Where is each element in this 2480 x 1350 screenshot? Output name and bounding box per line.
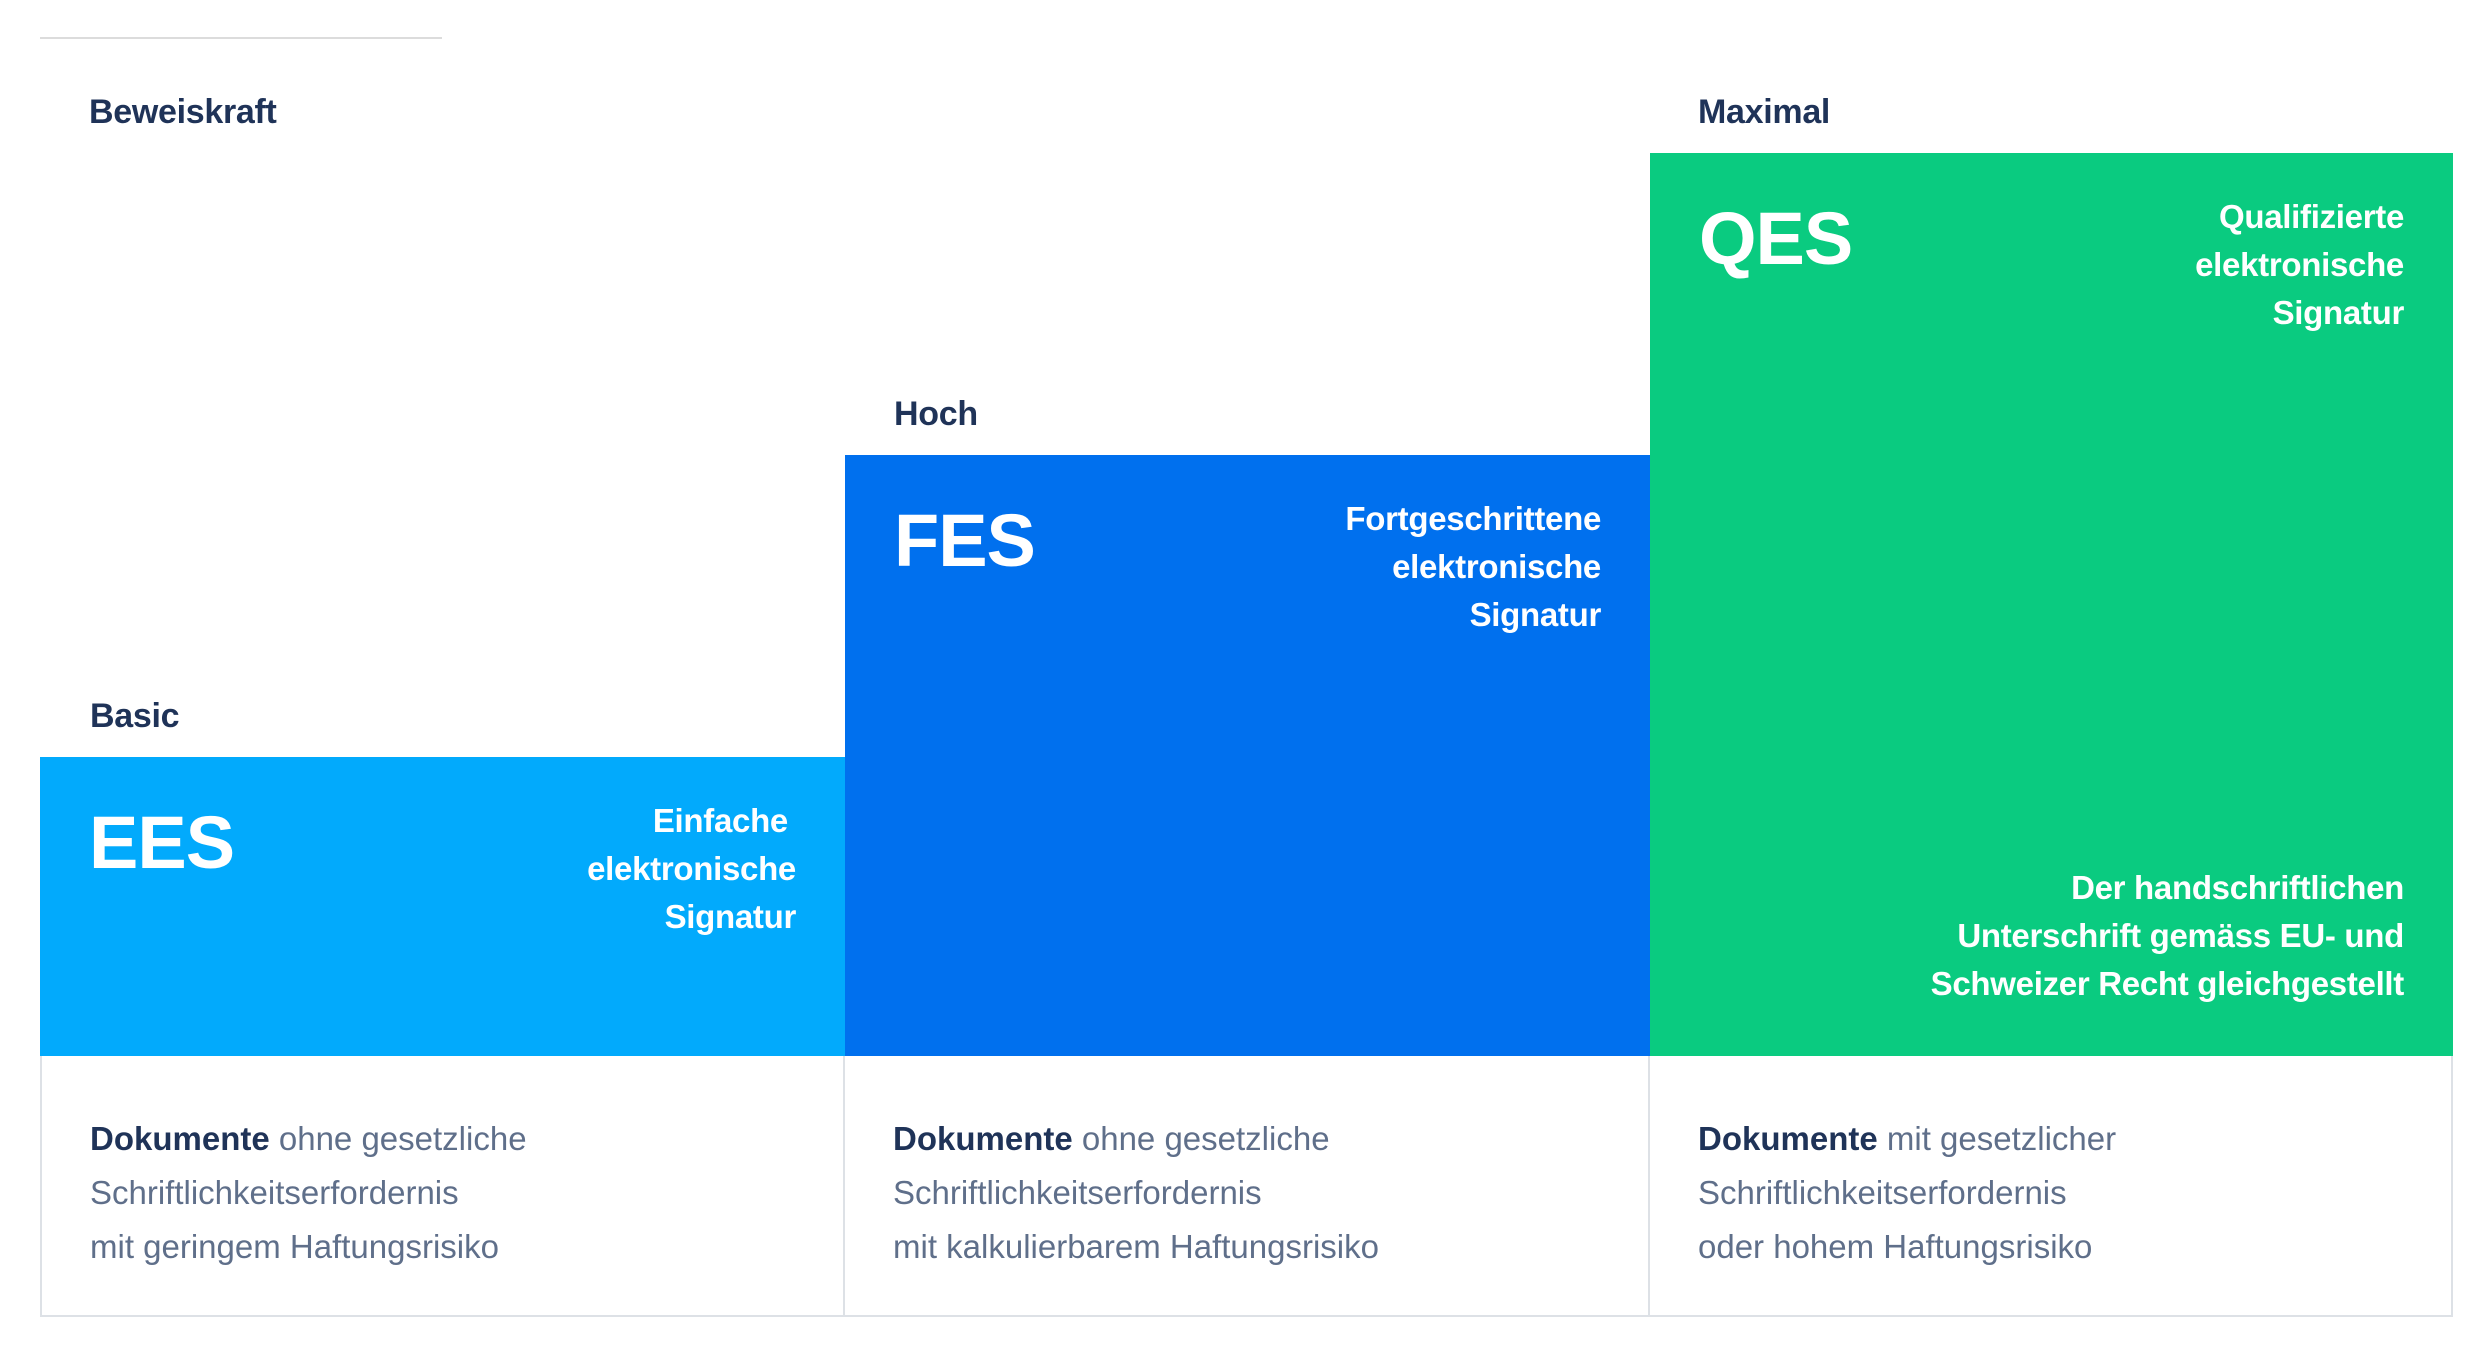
card-line-rest: ohne gesetzliche <box>1072 1120 1330 1157</box>
fes-description-line: Signatur <box>1469 596 1602 633</box>
level-label-hoch: Hoch <box>894 395 978 433</box>
qes-description-line: Signatur <box>2272 294 2405 331</box>
ees-description: Einfache elektronische Signatur <box>587 797 796 941</box>
ees-use-case-card: Dokumente ohne gesetzliche Schriftlichke… <box>40 1056 845 1317</box>
qes-note-line: Der handschriftlichen <box>2071 869 2404 906</box>
ees-description-line: Einfache <box>652 802 788 839</box>
fes-abbreviation: FES <box>894 499 1036 582</box>
ees-use-case-text: Dokumente ohne gesetzliche Schriftlichke… <box>90 1112 527 1274</box>
card-line: mit kalkulierbarem Haftungsrisiko <box>893 1228 1379 1265</box>
ees-description-line: Signatur <box>664 898 797 935</box>
qes-description: Qualifizierte elektronische Signatur <box>2195 193 2404 337</box>
card-line: Dokumente ohne gesetzliche <box>893 1112 1379 1166</box>
card-bold-term: Dokumente <box>90 1120 270 1157</box>
qes-note-line: Schweizer Recht gleichgestellt <box>1930 965 2405 1002</box>
card-line: Dokumente mit gesetzlicher <box>1698 1112 2116 1166</box>
qes-abbreviation: QES <box>1699 197 1853 280</box>
card-line: Schriftlichkeitserfordernis <box>1698 1174 2067 1211</box>
qes-block: QES Qualifizierte elektronische Signatur… <box>1650 153 2453 1056</box>
top-divider <box>40 37 442 39</box>
card-bold-term: Dokumente <box>1698 1120 1878 1157</box>
qes-use-case-text: Dokumente mit gesetzlicher Schriftlichke… <box>1698 1112 2116 1274</box>
qes-legal-note: Der handschriftlichen Unterschrift gemäs… <box>1930 864 2405 1008</box>
fes-description: Fortgeschrittene elektronische Signatur <box>1345 495 1601 639</box>
fes-use-case-text: Dokumente ohne gesetzliche Schriftlichke… <box>893 1112 1379 1274</box>
axis-label-beweiskraft: Beweiskraft <box>89 93 277 131</box>
ees-description-line: elektronische <box>587 850 796 887</box>
card-line: Schriftlichkeitserfordernis <box>90 1174 459 1211</box>
qes-description-line: Qualifizierte <box>2219 198 2404 235</box>
fes-description-line: elektronische <box>1392 548 1601 585</box>
qes-note-line: Unterschrift gemäss EU- und <box>1957 917 2404 954</box>
card-line-rest: ohne gesetzliche <box>269 1120 527 1157</box>
card-line: Dokumente ohne gesetzliche <box>90 1112 527 1166</box>
qes-description-line: elektronische <box>2195 246 2404 283</box>
card-bold-term: Dokumente <box>893 1120 1073 1157</box>
fes-description-line: Fortgeschrittene <box>1345 500 1601 537</box>
ees-block: EES Einfache elektronische Signatur <box>40 757 845 1056</box>
ees-abbreviation: EES <box>89 801 235 884</box>
card-line: Schriftlichkeitserfordernis <box>893 1174 1262 1211</box>
card-line: mit geringem Haftungsrisiko <box>90 1228 499 1265</box>
fes-use-case-card: Dokumente ohne gesetzliche Schriftlichke… <box>845 1056 1650 1317</box>
level-label-basic: Basic <box>90 697 180 735</box>
fes-block: FES Fortgeschrittene elektronische Signa… <box>845 455 1650 1056</box>
qes-use-case-card: Dokumente mit gesetzlicher Schriftlichke… <box>1650 1056 2453 1317</box>
level-label-maximal: Maximal <box>1698 93 1831 131</box>
card-line: oder hohem Haftungsrisiko <box>1698 1228 2093 1265</box>
card-line-rest: mit gesetzlicher <box>1877 1120 2117 1157</box>
